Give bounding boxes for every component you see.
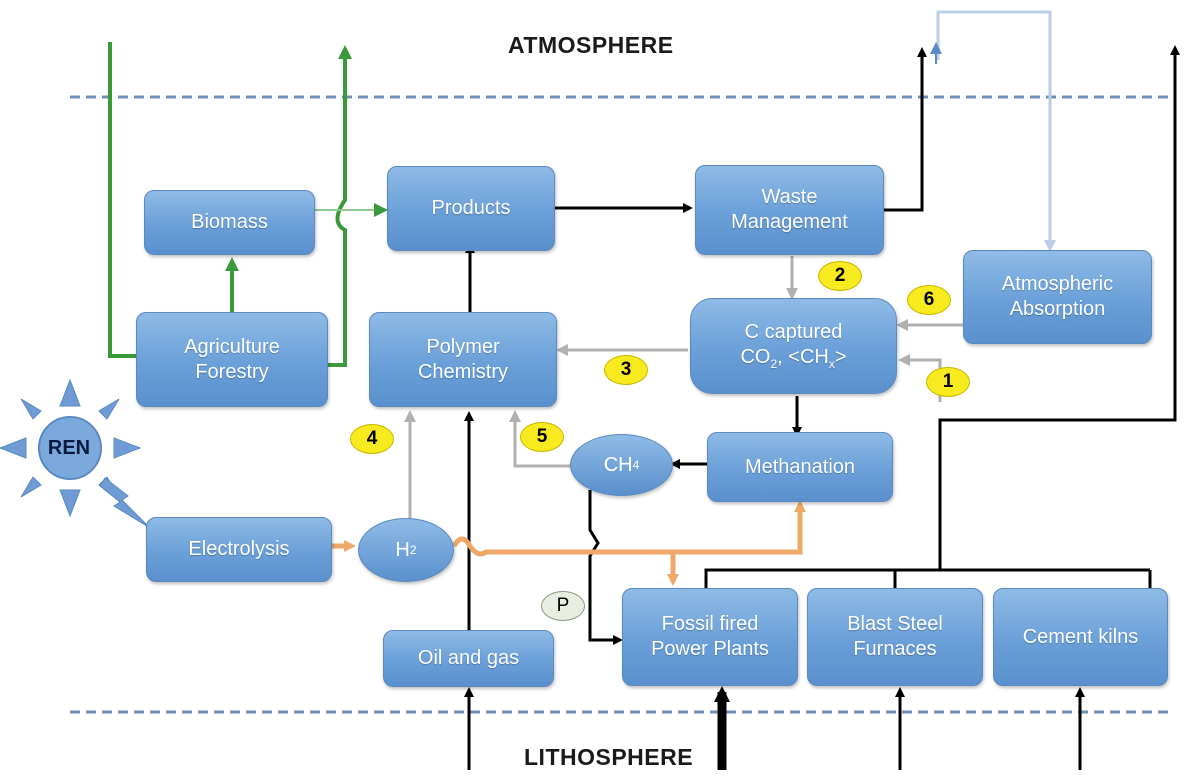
polymer-chemistry-box: Polymer Chemistry [369,312,557,407]
waste-management-label-line2: Management [731,211,848,233]
electrolysis-label: Electrolysis [188,538,290,560]
fossil-fired-label: Fossil fired [661,613,759,635]
methanation-box: Methanation [707,432,893,502]
badge-1: 1 [926,367,970,397]
biomass-box: Biomass [144,190,315,255]
lightblue-flow [936,10,1056,252]
oil-and-gas-label: Oil and gas [417,647,520,669]
oil-and-gas-box: Oil and gas [383,630,554,687]
badge-3: 3 [604,355,648,385]
badge-6: 6 [907,285,951,315]
furnaces-label: Furnaces [853,638,937,660]
waste-management-box: Waste Management [695,165,884,255]
c-captured-label: C captured [744,321,843,343]
badge-4: 4 [350,424,394,454]
fossil-fired-power-plants-box: Fossil fired Power Plants [622,588,798,686]
products-box: Products [387,166,555,251]
lithosphere-label: LITHOSPHERE [524,744,694,770]
products-label: Products [431,197,511,219]
waste-management-label-line1: Waste [761,186,818,208]
green-flows [108,42,352,367]
blast-steel-label: Blast Steel [847,613,943,635]
c-captured-formula: CO2, <CHx> [740,346,847,371]
agriculture-forestry-box: Agriculture Forestry [136,312,328,407]
atmospheric-label: Atmospheric [1001,273,1114,295]
badge-2: 2 [818,261,862,291]
cement-kilns-box: Cement kilns [993,588,1168,686]
sun-icon [0,378,150,529]
badge-p: P [541,591,585,621]
power-plants-label: Power Plants [651,638,769,660]
agriculture-label: Agriculture [184,335,280,358]
blast-steel-furnaces-box: Blast Steel Furnaces [807,588,983,686]
cement-kilns-label: Cement kilns [1022,625,1139,648]
polymer-label: Polymer [426,335,500,358]
forestry-label: Forestry [195,360,269,383]
ren-label: REN [47,437,91,459]
electrolysis-box: Electrolysis [146,517,332,582]
atmosphere-label: ATMOSPHERE [508,32,674,58]
methanation-label: Methanation [744,455,856,478]
atmospheric-absorption-box: Atmospheric Absorption [963,250,1152,344]
badge-5: 5 [520,422,564,452]
biomass-label: Biomass [191,211,268,233]
orange-flows [332,500,806,586]
chemistry-label: Chemistry [417,360,508,383]
c-captured-box: C captured CO2, <CHx> [690,298,897,394]
absorption-label: Absorption [1009,298,1106,320]
